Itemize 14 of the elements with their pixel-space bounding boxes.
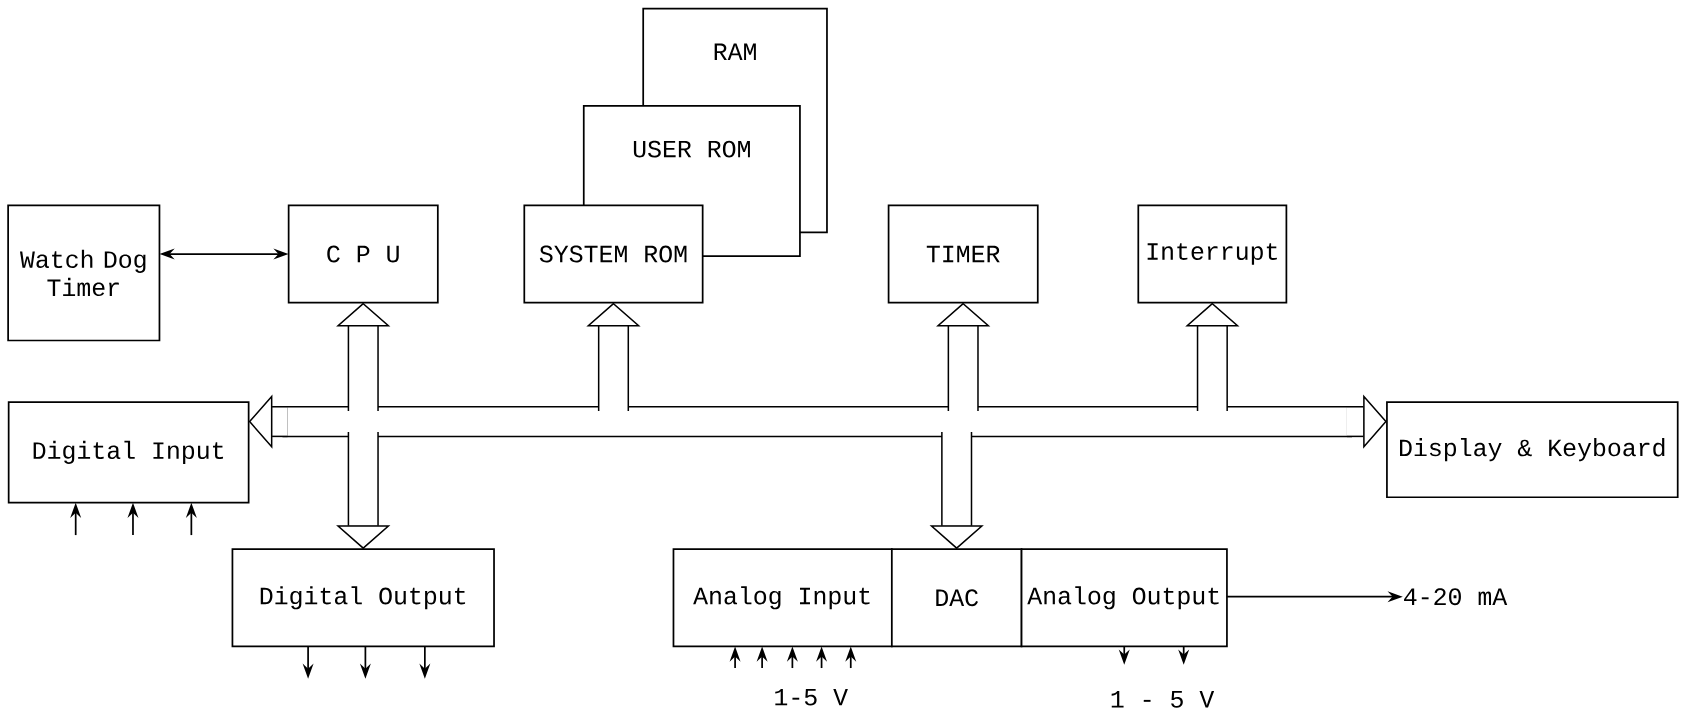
block-box: C P U — [287, 204, 439, 304]
block-box: Watch Dog Timer — [7, 204, 161, 342]
voltage-label: 1 - 5 V — [1111, 691, 1215, 708]
voltage-label: 1-5 V — [775, 688, 848, 706]
block-box: TIMER — [887, 204, 1039, 304]
block-box: Digital Output — [231, 548, 495, 648]
block-box: Analog Input — [672, 548, 893, 648]
block-box: Interrupt — [1137, 204, 1288, 304]
signal-label: 4-20 mA — [1404, 588, 1508, 606]
block-box: Display & Keyboard — [1386, 401, 1679, 499]
block-box: DAC — [890, 548, 1023, 648]
block-box: SYSTEM ROM — [523, 204, 704, 304]
block-box: Analog Output — [1020, 548, 1228, 648]
block-box: Digital Input — [7, 401, 250, 504]
